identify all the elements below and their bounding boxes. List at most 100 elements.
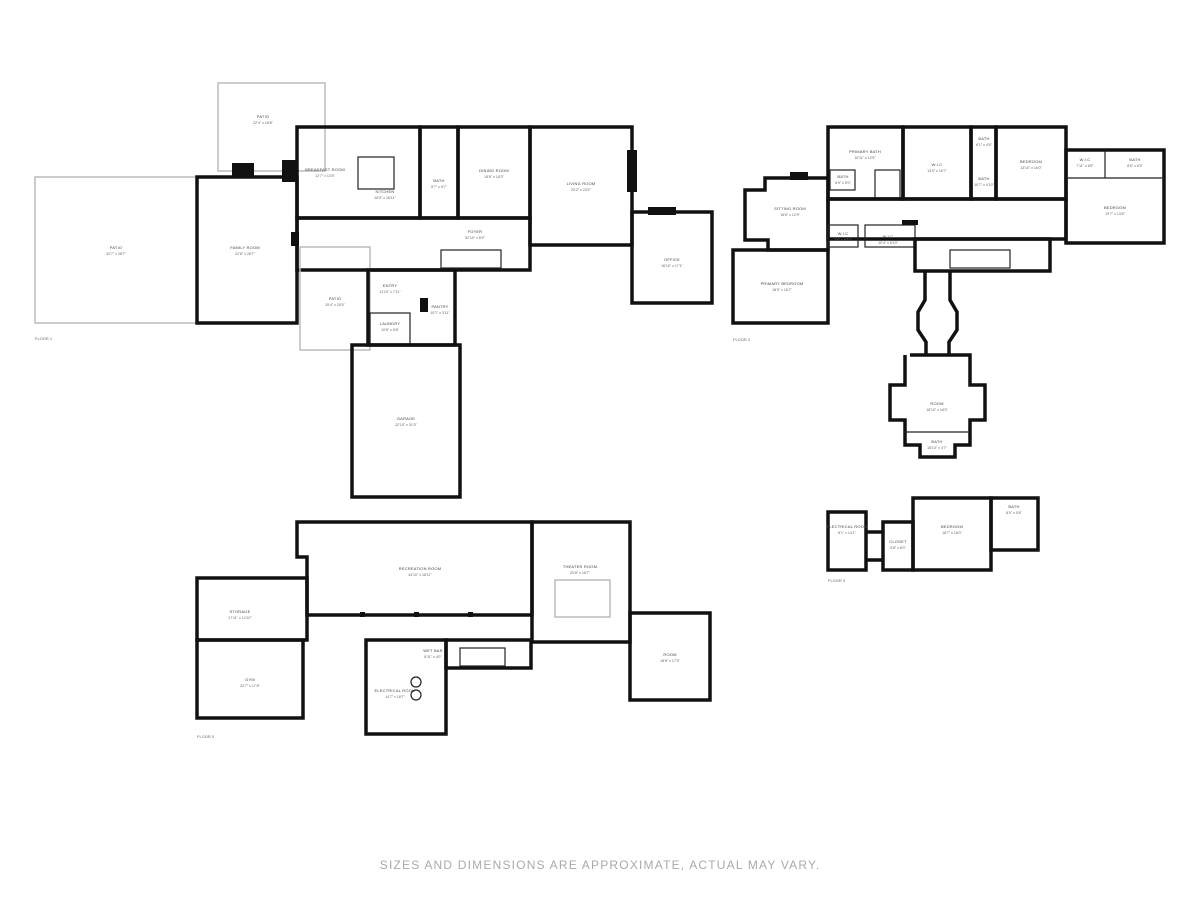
wall-detail — [420, 298, 428, 312]
room-dimensions: 22'7" x 17'8" — [240, 684, 260, 688]
room-name: W.I.C — [883, 234, 894, 239]
wall-detail — [282, 160, 296, 182]
room-name: PATIO — [257, 114, 269, 119]
room-name: GYM — [245, 677, 255, 682]
room-name: PATIO — [110, 245, 122, 250]
room-name: BATH — [978, 176, 989, 181]
room-dimensions: 8'1" x 4'6" — [976, 143, 992, 147]
room-dimensions: 20'2" x 23'0" — [571, 188, 591, 192]
room-dimensions: 18'10" x 4'7" — [927, 446, 947, 450]
room-name: OFFICE — [664, 257, 680, 262]
family-room-walls — [195, 175, 299, 325]
foyer-walls — [295, 216, 532, 272]
room-dimensions: 32'7" x 28'7" — [106, 252, 126, 256]
primary-bath-walls — [826, 125, 905, 201]
room-name: LIVING ROOM — [567, 181, 596, 186]
room-name: ROOM — [930, 401, 943, 406]
room-name: CLOSET — [889, 539, 907, 544]
room-name: PATIO — [329, 296, 341, 301]
stairs — [440, 249, 502, 269]
fireplace — [232, 163, 254, 177]
room-dimensions: 5'8" x 8'0" — [890, 546, 906, 550]
room-name: BEDROOM — [1104, 205, 1126, 210]
room-name: BREAKFAST ROOM — [305, 167, 345, 172]
room-walls — [628, 611, 712, 702]
room-dimensions: 10'8" x 6'8" — [381, 328, 399, 332]
wall-detail — [902, 220, 918, 225]
bedroom-east-walls — [1064, 148, 1166, 245]
room-name: STORAGE — [230, 609, 251, 614]
room-name: THEATER ROOM — [563, 564, 597, 569]
room-dimensions: 22'4" x 18'8" — [253, 121, 273, 125]
wall-detail — [829, 169, 856, 191]
room-dimensions: 16'10" x 17'1" — [661, 264, 683, 268]
tower-room-walls — [888, 353, 987, 459]
room-dimensions: 22'8" x 28'7" — [235, 252, 255, 256]
wall-detail — [648, 207, 676, 215]
tower-corridor — [916, 271, 959, 355]
wall-detail — [554, 579, 611, 618]
room-dimensions: 16'6" x 12'9" — [780, 213, 800, 217]
stairs — [949, 249, 1011, 269]
garage-walls — [350, 343, 462, 499]
hallway-walls — [826, 197, 1068, 241]
electrical-room-walls — [826, 510, 868, 572]
room-dimensions: 13'0" x 16'7" — [927, 169, 947, 173]
stairs — [459, 647, 506, 667]
room-name: BATH — [978, 136, 989, 141]
wall-detail — [790, 172, 808, 180]
bath-walls — [418, 125, 460, 220]
room-dimensions: 52'10" x 8'9" — [465, 236, 485, 240]
wall-detail — [360, 612, 365, 617]
wall-detail — [827, 224, 859, 248]
room-name: W.I.C — [932, 162, 943, 167]
room-name: BATH — [433, 178, 444, 183]
room-dimensions: 14'7" x 18'7" — [385, 695, 405, 699]
room-dimensions: 18'7" x 16'0" — [942, 531, 962, 535]
living-room-walls — [528, 125, 634, 247]
room-dimensions: 8'7" x 5'7" — [431, 185, 447, 189]
room-name: ELECTRICAL ROOM — [826, 524, 867, 529]
wall-detail — [874, 169, 901, 199]
room-dimensions: 18'5" x 16'7" — [772, 288, 792, 292]
room-dimensions: 13'10" x 16'0" — [1020, 166, 1042, 170]
kitchen-island — [357, 156, 395, 190]
wall-detail — [864, 224, 916, 248]
room-dimensions: 18'10" x 18'0" — [926, 408, 948, 412]
room-name: BEDROOM — [1020, 159, 1042, 164]
room-name: PANTRY — [431, 304, 448, 309]
disclaimer-text: SIZES AND DIMENSIONS ARE APPROXIMATE, AC… — [379, 858, 821, 872]
theater-room-walls — [530, 520, 632, 644]
bath-walls — [989, 496, 1040, 552]
room-dimensions: 8'6" x 6'5" — [1127, 164, 1143, 168]
room-dimensions: 10'7" x 4'10" — [974, 183, 994, 187]
wall-detail — [468, 612, 473, 617]
room-name: BATH — [837, 174, 848, 179]
room-name: LAUNDRY — [380, 321, 401, 326]
patio-outline — [34, 176, 198, 324]
room-dimensions: 18'5" x 18'11" — [374, 196, 396, 200]
room-name: ELECTRICAL ROOM — [374, 688, 415, 693]
room-dimensions: 15'4" x 20'5" — [325, 303, 345, 307]
floor-label: FLOOR 2 — [733, 337, 751, 342]
room-dimensions: 10'7" x 3'11" — [430, 311, 450, 315]
room-name: FOYER — [468, 229, 483, 234]
room-name: KITCHEN — [376, 189, 395, 194]
room-dimensions: 10'4" x 5'10" — [878, 241, 898, 245]
wall-detail — [410, 689, 422, 701]
room-name: W.I.C — [1080, 157, 1091, 162]
room-dimensions: 22'10" x 31'5" — [395, 423, 417, 427]
room-name: ENTRY — [383, 283, 398, 288]
wall-detail — [414, 612, 419, 617]
room-dimensions: 18'8" x 17'5" — [660, 659, 680, 663]
room-name: GARAGE — [397, 416, 415, 421]
room-dimensions: 7'11" x 6'5" — [1076, 164, 1094, 168]
room-name: PRIMARY BATH — [849, 149, 881, 154]
wet-bar-walls — [444, 638, 533, 670]
room-dimensions: 15'11" x 12'5" — [854, 156, 876, 160]
fireplace — [627, 150, 637, 192]
room-dimensions: 8'0" x 5'8" — [1006, 511, 1022, 515]
